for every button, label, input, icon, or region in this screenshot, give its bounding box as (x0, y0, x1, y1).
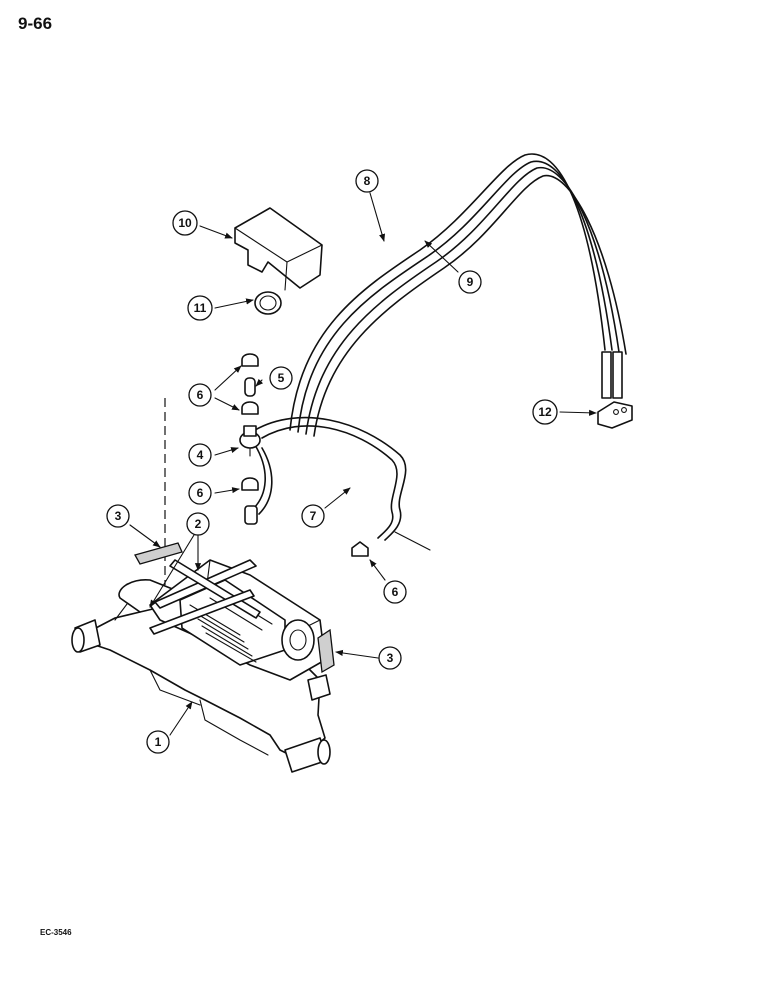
callout-10: 10 (172, 210, 198, 236)
figure-code: EC-3546 (40, 928, 72, 937)
svg-text:6: 6 (197, 486, 204, 500)
callout-bubbles: 1 2 3 3 4 5 6 (106, 169, 558, 754)
cable-bundle (289, 153, 627, 437)
callout-12: 12 (532, 399, 558, 425)
callout-1: 1 (146, 730, 170, 754)
sleeve (244, 377, 256, 397)
svg-text:11: 11 (194, 301, 207, 315)
foam-pad (317, 628, 335, 674)
svg-text:4: 4 (197, 448, 204, 462)
callout-9: 9 (458, 270, 482, 294)
svg-text:12: 12 (538, 405, 552, 419)
capillary-tube (244, 416, 431, 551)
cable-end-sleeve (612, 351, 623, 399)
connector (597, 401, 633, 429)
page-number: 9-66 (18, 14, 53, 33)
clamp (241, 477, 259, 491)
cable-end-sleeve (601, 351, 612, 399)
svg-text:10: 10 (178, 216, 192, 230)
heater-blower-assembly (71, 542, 335, 773)
callout-3-left: 3 (106, 504, 130, 528)
callout-6-upper: 6 (188, 383, 212, 407)
cover-block (234, 207, 323, 291)
clamp (241, 353, 259, 367)
svg-text:2: 2 (195, 517, 202, 531)
callout-5: 5 (269, 366, 293, 390)
callout-7: 7 (301, 504, 325, 528)
svg-text:6: 6 (392, 585, 399, 599)
thermostat-switch (239, 425, 261, 457)
svg-text:7: 7 (310, 509, 317, 523)
callout-4: 4 (188, 443, 212, 467)
foam-pad (134, 542, 183, 565)
clip-ring (254, 291, 282, 315)
callout-2: 2 (186, 512, 210, 536)
callout-11: 11 (187, 295, 213, 321)
svg-text:3: 3 (115, 509, 122, 523)
leader-lines (129, 192, 597, 736)
svg-text:8: 8 (364, 174, 371, 188)
clamp (241, 401, 259, 415)
callout-6-right: 6 (383, 580, 407, 604)
tube-end (244, 505, 258, 525)
svg-text:3: 3 (387, 651, 394, 665)
clamp (351, 541, 369, 557)
callout-8: 8 (355, 169, 379, 193)
callout-6-lower: 6 (188, 481, 212, 505)
svg-text:1: 1 (155, 735, 162, 749)
svg-text:6: 6 (197, 388, 204, 402)
svg-text:9: 9 (467, 275, 474, 289)
svg-text:5: 5 (278, 371, 285, 385)
callout-3-right: 3 (378, 646, 402, 670)
